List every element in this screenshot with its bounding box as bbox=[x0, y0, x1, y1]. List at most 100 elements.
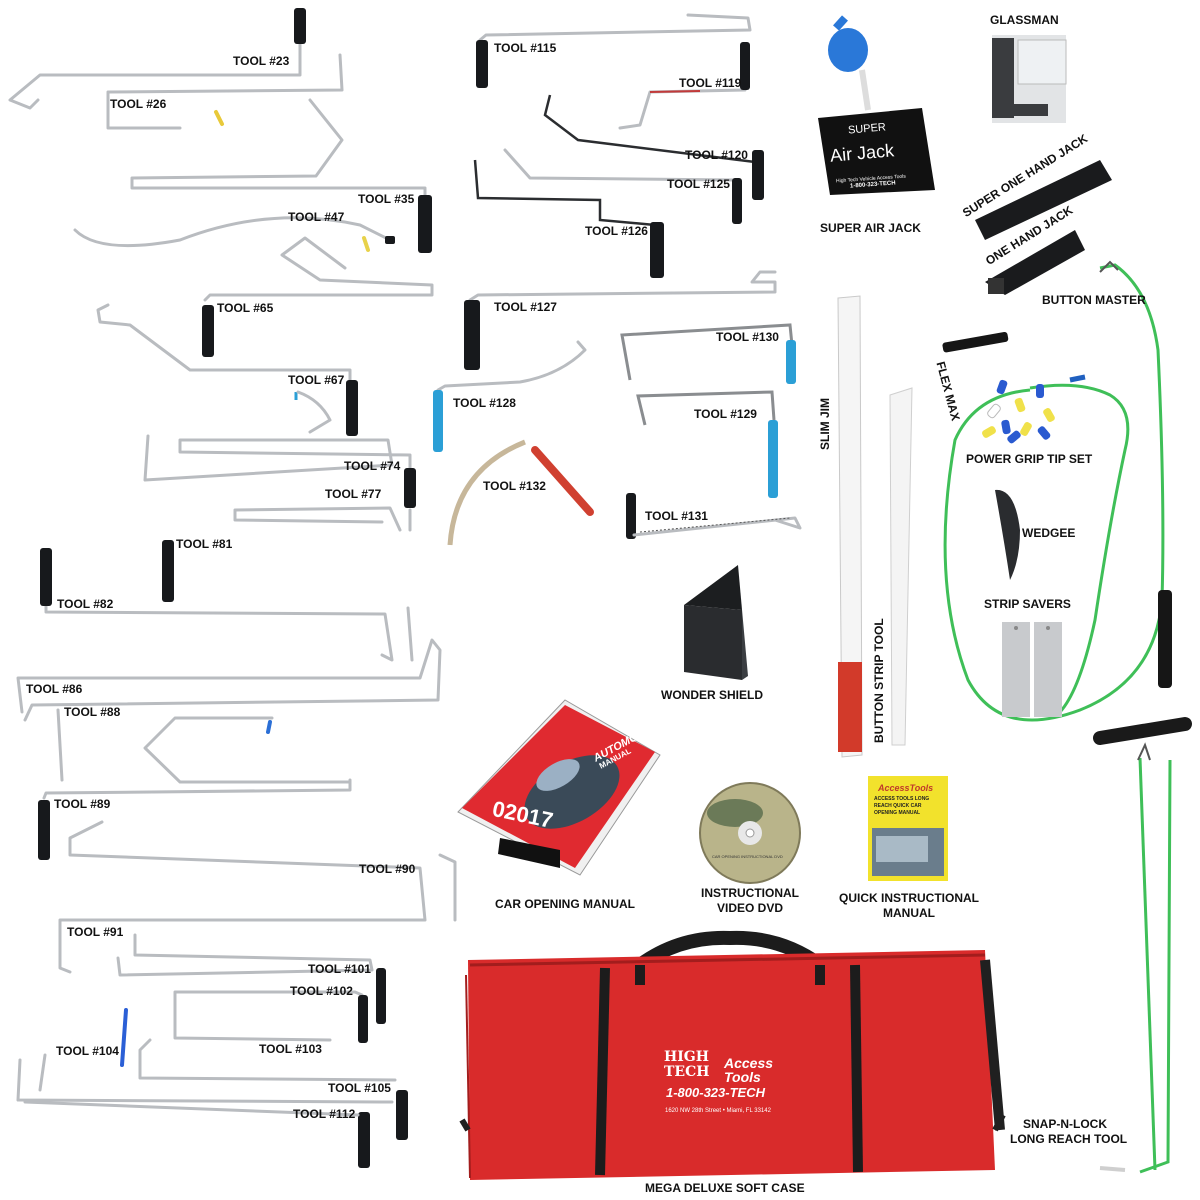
tool-105-label: TOOL #105 bbox=[328, 1081, 391, 1095]
button-master-label: BUTTON MASTER bbox=[1042, 293, 1146, 307]
tool-77-label: TOOL #77 bbox=[325, 487, 382, 501]
tool-131-rod bbox=[626, 493, 802, 539]
tool-26-rod bbox=[106, 53, 344, 130]
car-opening-manual-image bbox=[457, 699, 661, 876]
tool-82-label: TOOL #82 bbox=[57, 597, 114, 611]
button-master-image bbox=[943, 260, 1172, 722]
tool-132-rod bbox=[447, 439, 594, 546]
tool-23-rod bbox=[8, 8, 306, 110]
tool-105-112-rods bbox=[23, 1090, 408, 1168]
tool-132-label: TOOL #132 bbox=[483, 479, 546, 493]
soft-case-image bbox=[459, 930, 1006, 1180]
dvd-label-text: CAR OPENING INSTRUCTIONAL DVD bbox=[712, 854, 783, 859]
tool-103-label: TOOL #103 bbox=[259, 1042, 322, 1056]
tool-119-label: TOOL #119 bbox=[679, 76, 742, 90]
tool-115-label: TOOL #115 bbox=[494, 41, 557, 55]
wedgee-image bbox=[995, 489, 1020, 580]
tool-101-label: TOOL #101 bbox=[308, 962, 371, 976]
tool-88-rod bbox=[56, 708, 352, 784]
quick-manual-image bbox=[868, 776, 948, 881]
tool-125-label: TOOL #125 bbox=[667, 177, 730, 191]
power-grip-tip-set-label: POWER GRIP TIP SET bbox=[966, 452, 1093, 466]
super-one-hand-jack-image bbox=[975, 160, 1112, 240]
tool-86-label: TOOL #86 bbox=[26, 682, 83, 696]
tool-102-label: TOOL #102 bbox=[290, 984, 353, 998]
one-hand-jack-image bbox=[985, 230, 1085, 295]
tool-90-label: TOOL #90 bbox=[359, 862, 416, 876]
tool-131-label: TOOL #131 bbox=[645, 509, 708, 523]
slim-jim-image bbox=[837, 295, 863, 758]
tool-91-label: TOOL #91 bbox=[67, 925, 124, 939]
tool-130-rod bbox=[620, 323, 796, 384]
quick-manual-label-line-2: MANUAL bbox=[883, 906, 935, 920]
tool-88-label: TOOL #88 bbox=[64, 705, 121, 719]
tool-67-rod bbox=[96, 303, 358, 436]
glassman-label: GLASSMAN bbox=[990, 13, 1059, 27]
tool-47-rod bbox=[73, 216, 395, 252]
strip-savers-label: STRIP SAVERS bbox=[984, 597, 1071, 611]
tool-130-label: TOOL #130 bbox=[716, 330, 779, 344]
tool-67-label: TOOL #67 bbox=[288, 373, 345, 387]
tool-65-label: TOOL #65 bbox=[217, 301, 274, 315]
tool-82-rod bbox=[40, 548, 414, 662]
tool-125-rod bbox=[503, 148, 742, 224]
tool-26-label: TOOL #26 bbox=[110, 97, 167, 111]
tool-86-rod bbox=[16, 638, 442, 722]
tool-77-rod bbox=[233, 506, 412, 532]
flex-max-image bbox=[942, 332, 1009, 353]
case-brand-left: HIGH TECH bbox=[664, 1049, 710, 1080]
case-phone-text: 1-800-323-TECH bbox=[666, 1085, 765, 1100]
tool-103-104-rods bbox=[16, 1008, 397, 1104]
tool-120-rod bbox=[543, 94, 764, 200]
tool-120-label: TOOL #120 bbox=[685, 148, 748, 162]
snap-n-lock-label-line-1: SNAP-N-LOCK bbox=[1023, 1117, 1107, 1131]
super-air-jack-image bbox=[818, 15, 935, 195]
dvd-label-line-2: VIDEO DVD bbox=[716, 901, 783, 915]
tool-104-label: TOOL #104 bbox=[56, 1044, 119, 1058]
wedgee-label: WEDGEE bbox=[1022, 526, 1076, 540]
tool-23-label: TOOL #23 bbox=[233, 54, 290, 68]
dvd-label-line-1: INSTRUCTIONAL bbox=[701, 886, 799, 900]
quick-manual-text: ACCESS TOOLS LONG REACH QUICK CAR OPENIN… bbox=[874, 796, 930, 816]
tool-112-label: TOOL #112 bbox=[293, 1107, 356, 1121]
tool-81-label: TOOL #81 bbox=[176, 537, 233, 551]
button-strip-tool-label: BUTTON STRIP TOOL bbox=[872, 618, 886, 743]
tool-126-label: TOOL #126 bbox=[585, 224, 648, 238]
glassman-image bbox=[992, 35, 1067, 123]
wonder-shield-label: WONDER SHIELD bbox=[661, 688, 763, 702]
quick-manual-brand: AccessTools bbox=[878, 783, 934, 793]
tool-90-rod bbox=[58, 820, 457, 974]
tool-89-rod bbox=[38, 778, 352, 860]
tool-115-rod bbox=[476, 13, 752, 88]
tool-128-label: TOOL #128 bbox=[453, 396, 516, 410]
slim-jim-label: SLIM JIM bbox=[818, 397, 832, 450]
tool-47-label: TOOL #47 bbox=[288, 210, 345, 224]
tool-91-101-rods bbox=[116, 933, 386, 1024]
snap-n-lock-image bbox=[1093, 717, 1192, 1174]
power-grip-tips-image bbox=[982, 379, 1055, 444]
case-brand-right: Access Tools bbox=[724, 1055, 774, 1085]
case-address-text: 1620 NW 28th Street • Miami, FL 33142 bbox=[665, 1108, 771, 1114]
tool-129-label: TOOL #129 bbox=[694, 407, 757, 421]
tool-74-label: TOOL #74 bbox=[344, 459, 401, 473]
tool-74-rod bbox=[143, 434, 416, 508]
car-opening-manual-label: CAR OPENING MANUAL bbox=[495, 897, 635, 911]
tool-81-rod bbox=[162, 540, 174, 602]
tool-35-label: TOOL #35 bbox=[358, 192, 415, 206]
super-air-jack-label: SUPER AIR JACK bbox=[820, 221, 921, 235]
tool-128-rod bbox=[433, 340, 587, 452]
tool-35-rod bbox=[130, 98, 432, 253]
tool-127-label: TOOL #127 bbox=[494, 300, 557, 314]
dvd-disc-image bbox=[699, 782, 801, 884]
button-strip-tool-image bbox=[889, 387, 913, 746]
tool-89-label: TOOL #89 bbox=[54, 797, 111, 811]
tool-119-rod bbox=[618, 42, 750, 130]
strip-savers-image bbox=[1002, 622, 1062, 717]
wonder-shield-image bbox=[684, 565, 748, 680]
snap-n-lock-label-line-2: LONG REACH TOOL bbox=[1010, 1132, 1128, 1146]
quick-manual-label-line-1: QUICK INSTRUCTIONAL bbox=[839, 891, 979, 905]
tool-102-rod bbox=[173, 990, 368, 1043]
air-jack-main-text: Air Jack bbox=[829, 140, 895, 166]
